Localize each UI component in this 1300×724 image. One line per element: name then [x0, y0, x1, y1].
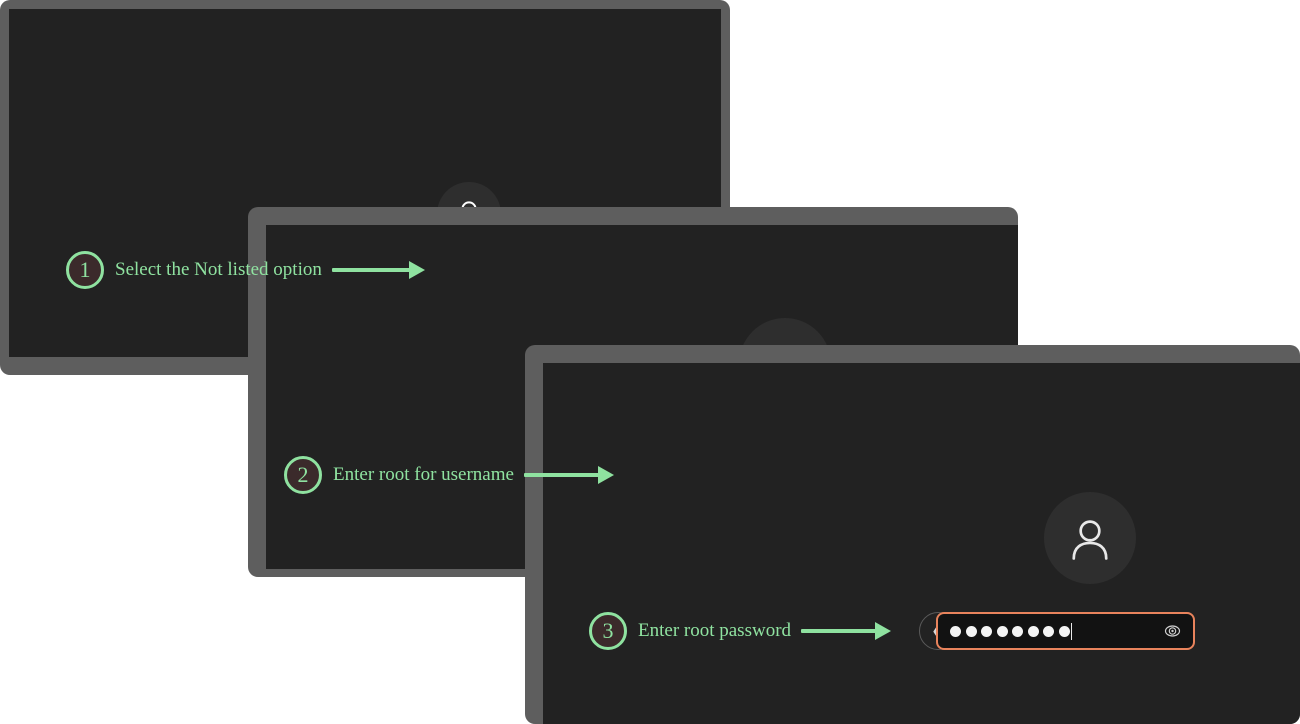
arrow-icon — [331, 261, 425, 279]
step-number-badge: 3 — [589, 612, 627, 650]
password-dot — [1027, 625, 1039, 637]
annotation-label: Select the Not listed option — [115, 259, 322, 280]
password-dot — [1058, 625, 1070, 637]
password-input[interactable] — [936, 612, 1195, 650]
login-screen-3-content: ❮ — [543, 363, 1300, 724]
password-dot — [996, 625, 1008, 637]
password-dot — [1012, 625, 1023, 637]
annotation-step-3: 3 Enter root password — [589, 612, 892, 650]
password-masked-value — [950, 625, 1070, 637]
password-dot — [1043, 625, 1054, 637]
login-screen-window-3: ❮ — [525, 345, 1300, 724]
password-dot — [965, 625, 977, 637]
arrow-icon — [801, 622, 892, 640]
eye-icon[interactable] — [1164, 623, 1181, 640]
step-number-badge: 1 — [66, 251, 104, 289]
password-dot — [981, 625, 992, 637]
person-icon — [1072, 520, 1108, 560]
password-dot — [950, 625, 961, 637]
text-caret — [1070, 622, 1072, 640]
annotation-label: Enter root password — [638, 620, 792, 641]
annotation-step-1: 1 Select the Not listed option — [66, 251, 425, 289]
arrow-icon — [523, 466, 614, 484]
annotation-step-2: 2 Enter root for username — [284, 456, 614, 494]
step-number-badge: 2 — [284, 456, 322, 494]
annotation-label: Enter root for username — [333, 464, 514, 485]
avatar — [1044, 492, 1136, 584]
